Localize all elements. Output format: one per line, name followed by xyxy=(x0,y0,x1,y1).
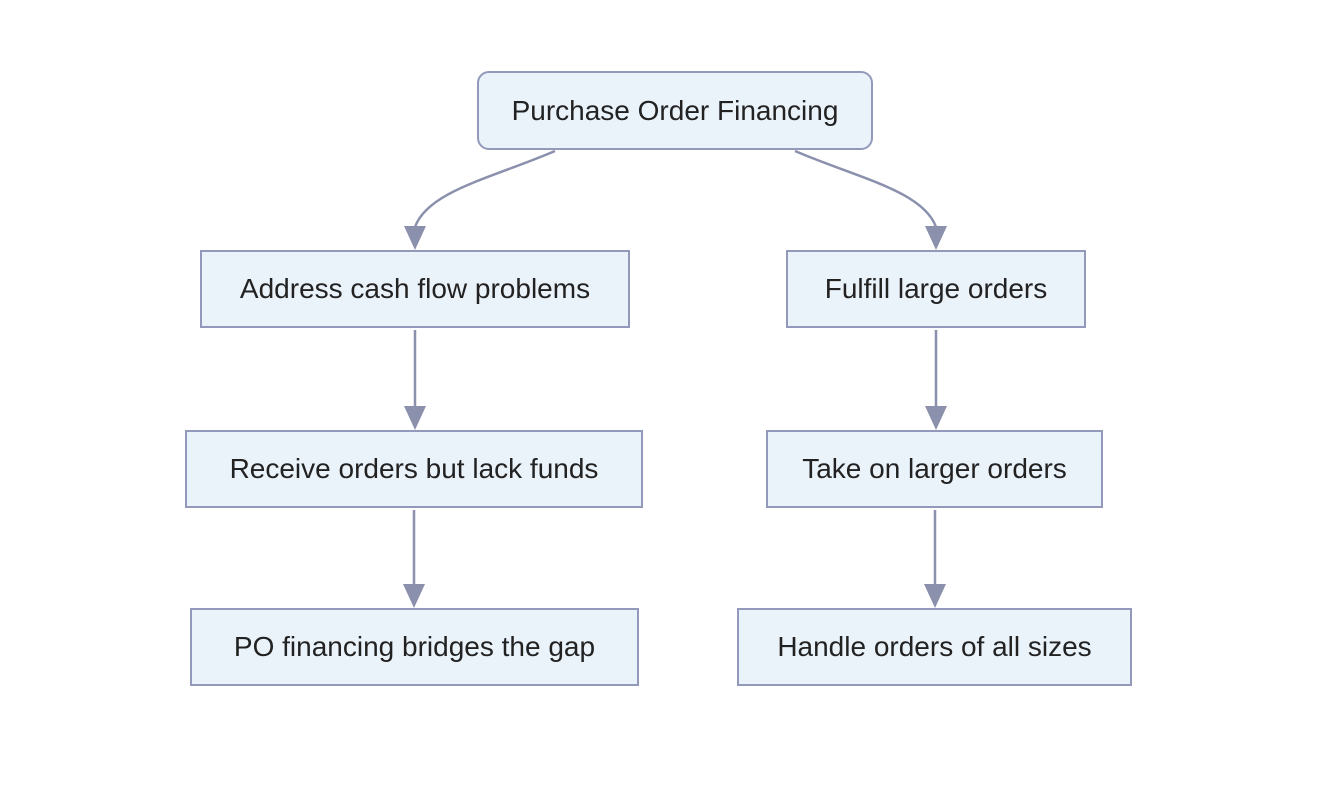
edge-right1-to-right2 xyxy=(925,330,947,430)
node-po-financing-bridges-the-gap: PO financing bridges the gap xyxy=(190,608,639,686)
node-address-cash-flow-problems: Address cash flow problems xyxy=(200,250,630,328)
edge-root-to-left xyxy=(404,149,556,250)
edge-root-to-right xyxy=(794,149,947,250)
edge-left1-to-left2 xyxy=(404,330,426,430)
node-label: Handle orders of all sizes xyxy=(777,631,1092,663)
node-take-on-larger-orders: Take on larger orders xyxy=(766,430,1103,508)
node-label: Take on larger orders xyxy=(802,453,1067,485)
node-fulfill-large-orders: Fulfill large orders xyxy=(786,250,1086,328)
node-label: PO financing bridges the gap xyxy=(233,631,596,663)
node-label: Address cash flow problems xyxy=(239,273,591,305)
edge-left2-to-left3 xyxy=(403,510,425,608)
node-handle-orders-of-all-sizes: Handle orders of all sizes xyxy=(737,608,1132,686)
node-label: Fulfill large orders xyxy=(824,273,1048,305)
edge-right2-to-right3 xyxy=(924,510,946,608)
node-purchase-order-financing: Purchase Order Financing xyxy=(477,71,873,150)
node-label: Receive orders but lack funds xyxy=(229,453,599,485)
node-label: Purchase Order Financing xyxy=(511,94,839,126)
node-receive-orders-but-lack-funds: Receive orders but lack funds xyxy=(185,430,643,508)
